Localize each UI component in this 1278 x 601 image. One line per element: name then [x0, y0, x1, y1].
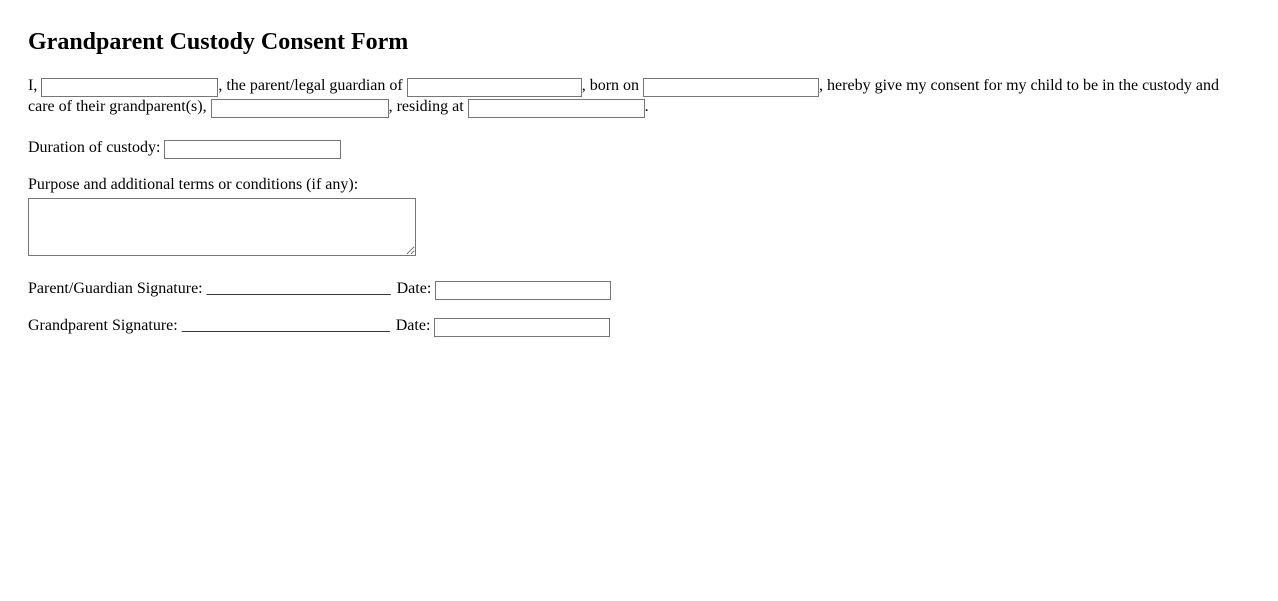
consent-text-after-name: , the parent/legal guardian of [218, 76, 403, 94]
grandparent-date-label: Date: [395, 316, 431, 334]
page-title: Grandparent Custody Consent Form [28, 29, 409, 55]
parent-date-label: Date: [396, 279, 432, 297]
consent-text-after-child: , born on [581, 76, 640, 94]
duration-input[interactable] [164, 140, 342, 160]
consent-text-after-address: . [644, 97, 649, 115]
grandparent-date-input[interactable] [434, 318, 611, 338]
purpose-textarea[interactable] [28, 197, 416, 256]
consent-text-after-dob: , hereby give my consent for my child to… [28, 76, 1223, 115]
grandparent-name-input[interactable] [210, 99, 389, 119]
parent-date-input[interactable] [435, 281, 612, 301]
grandparent-signature-line: __________________________ [181, 316, 390, 334]
form-page: Grandparent Custody Consent Form I, , th… [28, 29, 1250, 338]
purpose-label: Purpose and additional terms or conditio… [28, 175, 359, 193]
duration-row: Duration of custody: [28, 137, 1250, 160]
consent-paragraph: I, , the parent/legal guardian of , born… [28, 75, 1224, 119]
consent-text-after-grandparent: , residing at [388, 97, 464, 115]
child-dob-input[interactable] [643, 78, 820, 98]
grandparent-address-input[interactable] [467, 99, 645, 119]
grandparent-signature-row: Grandparent Signature: _________________… [28, 315, 1250, 338]
grandparent-signature-label: Grandparent Signature: [28, 316, 178, 334]
parent-signature-label: Parent/Guardian Signature: [28, 279, 203, 297]
parent-name-input[interactable] [41, 78, 219, 98]
duration-label: Duration of custody: [28, 138, 161, 156]
parent-signature-line: _______________________ [206, 279, 391, 297]
parent-signature-row: Parent/Guardian Signature: _____________… [28, 278, 1250, 301]
consent-lead-text: I, [28, 76, 38, 94]
child-name-input[interactable] [406, 78, 582, 98]
